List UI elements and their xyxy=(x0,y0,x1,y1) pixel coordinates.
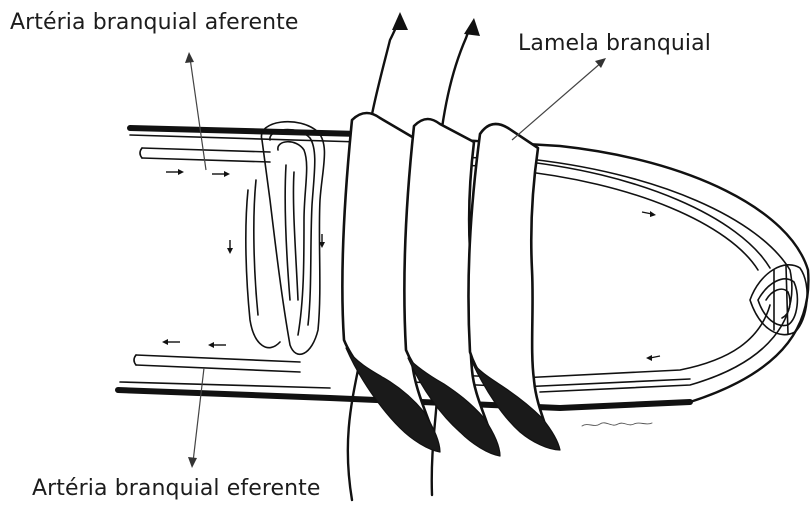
afferent-artery-label: Artéria branquial aferente xyxy=(10,12,299,34)
afferent-pointer-line xyxy=(190,58,206,170)
artist-signature xyxy=(582,423,652,426)
afferent-pointer-arrowhead xyxy=(185,52,194,63)
lamella-plates xyxy=(342,113,560,456)
lamella-pointer-line xyxy=(512,62,602,140)
efferent-pointer-arrowhead xyxy=(188,457,197,468)
water-flow-arrowhead-1 xyxy=(392,12,408,30)
lamella-label: Lamela branquial xyxy=(518,33,711,55)
capillary-loops-left xyxy=(246,122,325,355)
efferent-pointer-line xyxy=(193,368,204,462)
efferent-artery-label: Artéria branquial eferente xyxy=(32,478,321,500)
water-flow-arrowhead-2 xyxy=(464,18,480,36)
